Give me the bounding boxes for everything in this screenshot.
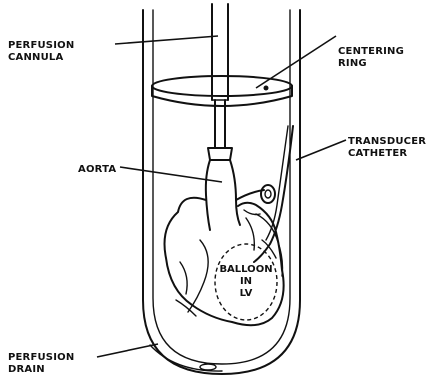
label-balloon-in-lv-line1: BALLOON — [219, 264, 272, 275]
label-perfusion-cannula-line1: PERFUSION — [8, 40, 74, 51]
label-aorta: AORTA — [78, 164, 116, 175]
centering-ring — [152, 76, 292, 106]
label-centering-ring-line1: CENTERING — [338, 46, 404, 57]
label-transducer-catheter-line1: TRANSDUCER — [348, 136, 426, 147]
transducer-catheter — [254, 126, 293, 262]
leader-lines — [97, 36, 346, 357]
label-centering-ring-line2: RING — [338, 58, 367, 69]
label-perfusion-drain-line2: DRAIN — [8, 364, 45, 375]
label-perfusion-drain-line1: PERFUSION — [8, 352, 74, 363]
label-transducer-catheter-line2: CATHETER — [348, 148, 407, 159]
heart — [165, 148, 284, 325]
label-perfusion-cannula-line2: CANNULA — [8, 52, 64, 63]
label-balloon-in-lv-line2: IN — [240, 276, 252, 287]
label-balloon-in-lv-line3: LV — [240, 288, 253, 299]
